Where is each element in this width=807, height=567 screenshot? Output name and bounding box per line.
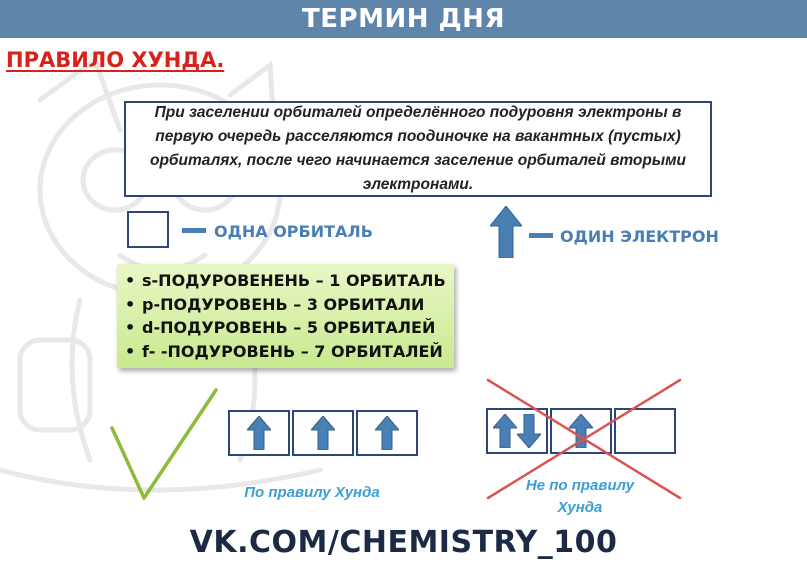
header-title: ТЕРМИН ДНЯ [302, 4, 505, 34]
footer-link: VK.COM/CHEMISTRY_100 [189, 525, 618, 560]
arrow-up-icon [311, 416, 335, 450]
checkmark-icon [110, 388, 218, 500]
orbital-legend-dash [182, 228, 206, 233]
orbital-box [292, 410, 354, 456]
arrow-down-icon [517, 414, 541, 448]
definition-box: При заселении орбиталей определённого по… [124, 101, 712, 197]
sublevel-list: •s-ПОДУРОВЕНЕНЬ – 1 ОРБИТАЛЬ•p-ПОДУРОВЕН… [125, 269, 446, 363]
sublevel-text: -ПОДУРОВЕНЬ – 5 ОРБИТАЛЕЙ [153, 318, 436, 337]
orbital-legend-label: ОДНА ОРБИТАЛЬ [214, 222, 373, 241]
sublevel-text: -ПОДУРОВЕНЬ – 3 ОРБИТАЛИ [153, 294, 425, 314]
arrow-up-icon [569, 414, 593, 448]
incorrect-caption-line1: Не по правилу [525, 477, 635, 494]
sublevel-text: - -ПОДУРОВЕНЬ – 7 ОРБИТАЛЕЙ [148, 341, 443, 361]
arrow-up-icon [247, 416, 271, 450]
electron-arrow-icon [490, 206, 522, 258]
electron-legend-label: ОДИН ЭЛЕКТРОН [560, 227, 719, 246]
sublevel-letter: p [142, 294, 154, 314]
orbital-legend-box [127, 211, 169, 248]
bullet-icon: • [125, 318, 136, 337]
sublevel-item: • d-ПОДУРОВЕНЬ – 5 ОРБИТАЛЕЙ [125, 316, 446, 340]
definition-text: При заселении орбиталей определённого по… [150, 104, 687, 193]
rule-title: ПРАВИЛО ХУНДА. [6, 48, 225, 72]
orbital-box [228, 410, 290, 456]
header-bar: ТЕРМИН ДНЯ [0, 0, 807, 38]
sublevel-letter: d [142, 318, 154, 337]
arrow-up-icon [375, 416, 399, 450]
orbital-box [550, 408, 612, 454]
correct-caption: По правилу Хунда [244, 484, 380, 501]
incorrect-caption-line2: Хунда [557, 499, 603, 516]
sublevel-letter: s [142, 271, 152, 290]
sublevel-item: • f- -ПОДУРОВЕНЬ – 7 ОРБИТАЛЕЙ [125, 340, 446, 364]
arrow-up-icon [493, 414, 517, 448]
electron-legend-dash [529, 233, 553, 238]
sublevel-item: • p-ПОДУРОВЕНЬ – 3 ОРБИТАЛИ [125, 293, 446, 317]
sublevel-letter: f [142, 341, 149, 361]
bullet-icon: • [125, 341, 136, 361]
bullet-icon: • [125, 271, 136, 290]
incorrect-caption: Не по правилу Хунда [500, 475, 660, 519]
sublevel-text: -ПОДУРОВЕНЕНЬ – 1 ОРБИТАЛЬ [151, 271, 446, 290]
sublevel-list-box: •s-ПОДУРОВЕНЕНЬ – 1 ОРБИТАЛЬ•p-ПОДУРОВЕН… [117, 264, 454, 368]
sublevel-item: • s-ПОДУРОВЕНЕНЬ – 1 ОРБИТАЛЬ [125, 269, 446, 293]
orbital-box [486, 408, 548, 454]
orbital-box [356, 410, 418, 456]
bullet-icon: • [125, 294, 136, 314]
cross-out-icon [486, 378, 682, 500]
